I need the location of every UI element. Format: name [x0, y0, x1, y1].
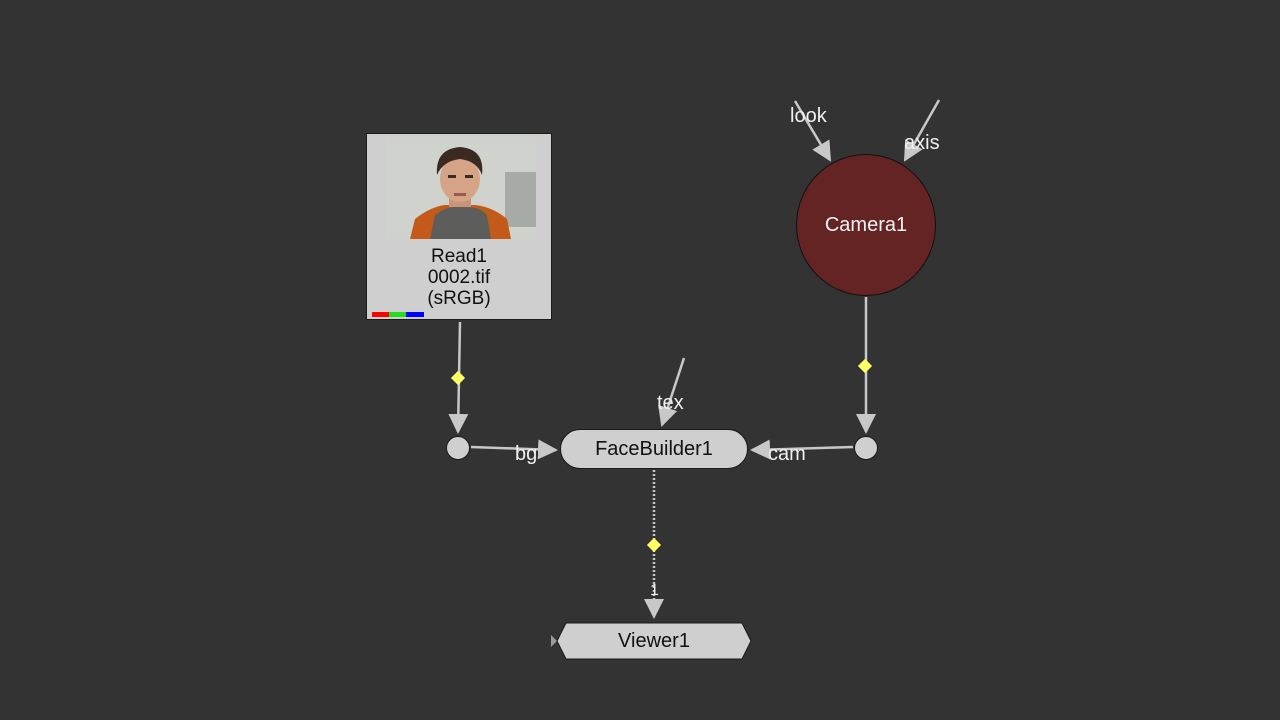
- edge-look-input[interactable]: [793, 100, 832, 162]
- read-node[interactable]: Read1 0002.tif (sRGB): [366, 133, 552, 320]
- dot-node-left[interactable]: [446, 436, 470, 460]
- input-label-axis: axis: [904, 132, 940, 154]
- edge-tex-input[interactable]: [658, 357, 686, 427]
- camera-node-name: Camera1: [824, 213, 908, 236]
- input-label-tex: tex: [657, 392, 684, 414]
- viewer-node-name: Viewer1: [618, 629, 690, 652]
- read-node-file: 0002.tif: [427, 267, 491, 288]
- read-node-label: Read1 0002.tif (sRGB): [367, 246, 551, 309]
- read-thumbnail: [385, 137, 536, 239]
- input-label-look: look: [790, 105, 827, 127]
- channel-green-indicator: [389, 312, 407, 317]
- edge-marker-read[interactable]: [450, 370, 466, 386]
- dot-node-right[interactable]: [854, 436, 878, 460]
- read-node-colorspace: (sRGB): [427, 288, 491, 309]
- input-label-viewer: 1: [650, 582, 659, 599]
- viewer-input-arrow[interactable]: [551, 635, 557, 647]
- read-node-name: Read1: [431, 246, 487, 267]
- channel-blue-indicator: [406, 312, 424, 317]
- viewer-node[interactable]: Viewer1: [556, 622, 752, 660]
- input-label-cam: cam: [768, 443, 806, 465]
- camera-node[interactable]: Camera1: [796, 154, 936, 296]
- thumbnail-image: [385, 137, 536, 239]
- input-label-bg: bg: [515, 443, 538, 465]
- facebuilder-node[interactable]: FaceBuilder1: [560, 429, 748, 469]
- edge-marker-viewer[interactable]: [646, 537, 662, 553]
- viewer-node-shape: [556, 622, 752, 660]
- edge-marker-camera[interactable]: [857, 358, 873, 374]
- edge-axis-input[interactable]: [903, 99, 941, 162]
- edge-dot-to-bg[interactable]: [470, 439, 558, 460]
- channel-red-indicator: [372, 312, 390, 317]
- facebuilder-node-name: FaceBuilder1: [595, 437, 713, 460]
- edge-dot-to-cam[interactable]: [750, 439, 854, 460]
